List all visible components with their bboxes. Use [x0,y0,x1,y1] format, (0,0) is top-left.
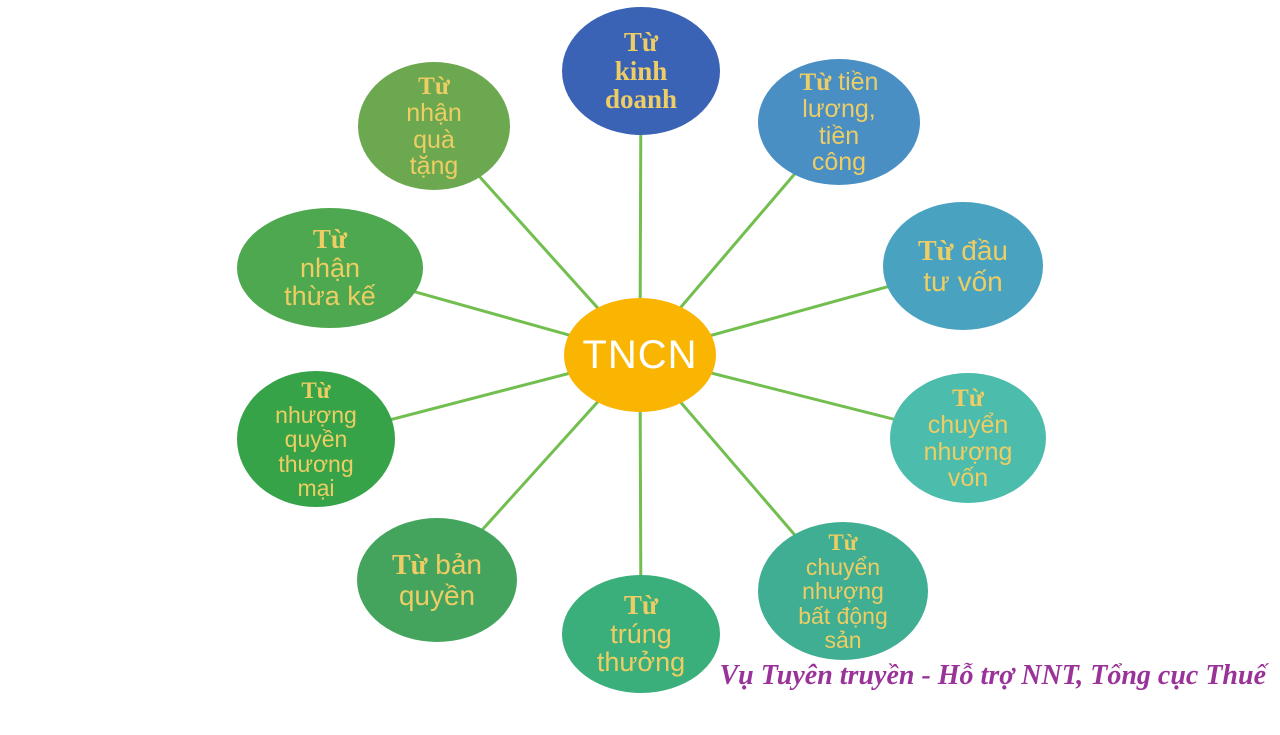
node-tncn-center: TNCN [564,298,716,412]
credit-caption: Vụ Tuyên truyền - Hỗ trợ NNT, Tổng cục T… [719,660,1266,691]
center-label: TNCN [582,332,698,377]
